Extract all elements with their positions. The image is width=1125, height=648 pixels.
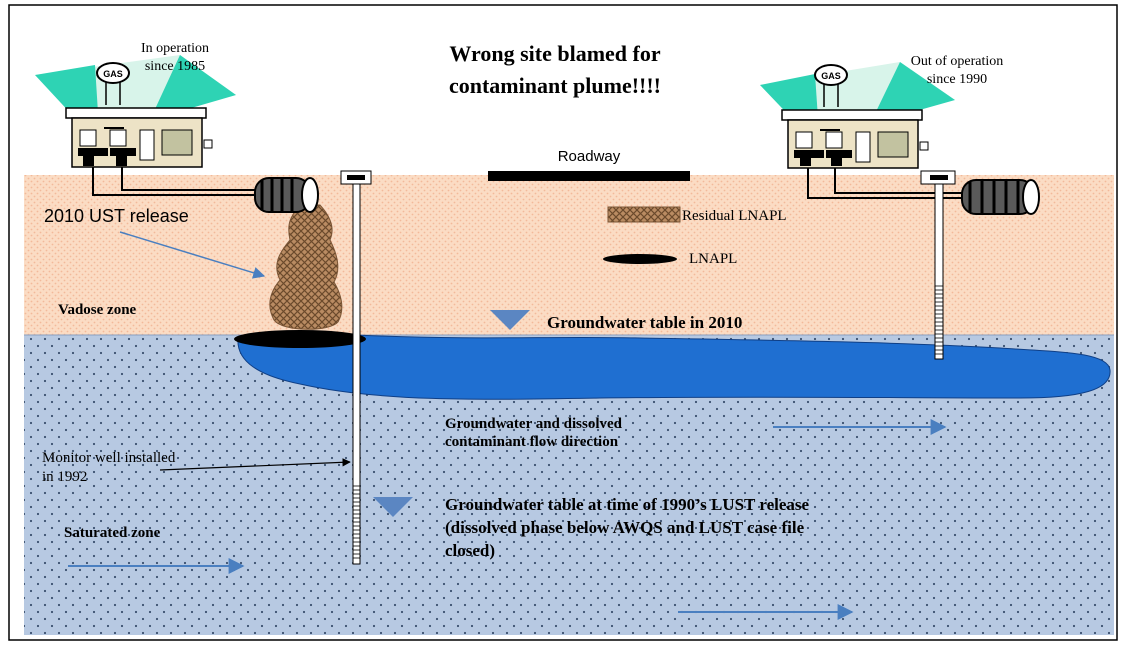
gw-2010-label: Groundwater table in 2010 <box>547 313 742 332</box>
gas-sign-right: GAS <box>821 71 841 81</box>
vadose-zone-area <box>24 175 1114 335</box>
left-station-label-1: In operation <box>141 41 209 56</box>
monitor-well-arrow <box>159 458 351 471</box>
ust-release-label: 2010 UST release <box>44 206 189 226</box>
left-piping <box>92 165 255 196</box>
contaminant-plume <box>237 333 1111 400</box>
gas-station-right: GAS Out of operation since 1990 <box>760 54 1004 169</box>
right-piping <box>807 165 962 199</box>
right-ust-tank <box>961 179 1040 215</box>
legend-residual-label: Residual LNAPL <box>682 208 787 224</box>
right-station-label-1: Out of operation <box>911 54 1004 69</box>
monitor-well-center <box>340 170 372 565</box>
gw-1990-label-3: closed) <box>445 541 495 560</box>
monitor-well-label-1: Monitor well installed <box>42 450 176 466</box>
legend-swatch-lnapl <box>603 254 677 264</box>
left-ust-tank <box>254 177 319 213</box>
roadway-label: Roadway <box>558 148 621 165</box>
lnapl-pool <box>234 330 366 348</box>
gw-1990-label-1: Groundwater table at time of 1990’s LUST… <box>445 495 810 514</box>
gas-station-left: GAS In operation since 1985 <box>35 41 236 168</box>
legend: Residual LNAPL LNAPL <box>603 206 787 267</box>
title-line-1: Wrong site blamed for <box>449 41 660 66</box>
legend-lnapl-label: LNAPL <box>689 251 737 267</box>
vadose-zone-label: Vadose zone <box>58 302 137 318</box>
monitor-well-right <box>920 170 956 360</box>
gw-1990-label-2: (dissolved phase below AWQS and LUST cas… <box>445 518 805 537</box>
title-line-2: contaminant plume!!!! <box>449 73 661 98</box>
gw-1990-triangle <box>373 497 413 517</box>
gas-sign-left: GAS <box>103 69 123 79</box>
monitor-well-label-2: in 1992 <box>42 469 87 485</box>
ust-release-arrow <box>119 231 266 279</box>
roadway-bar <box>488 171 690 181</box>
gw-2010-triangle <box>490 310 530 330</box>
residual-lnapl-column <box>269 204 343 330</box>
right-station-label-2: since 1990 <box>927 72 987 87</box>
flow-label-2: contaminant flow direction <box>445 434 619 450</box>
saturated-zone-label: Saturated zone <box>64 525 161 541</box>
flow-label-1: Groundwater and dissolved <box>445 416 623 432</box>
left-station-label-2: since 1985 <box>145 59 205 74</box>
legend-swatch-residual <box>607 206 681 223</box>
